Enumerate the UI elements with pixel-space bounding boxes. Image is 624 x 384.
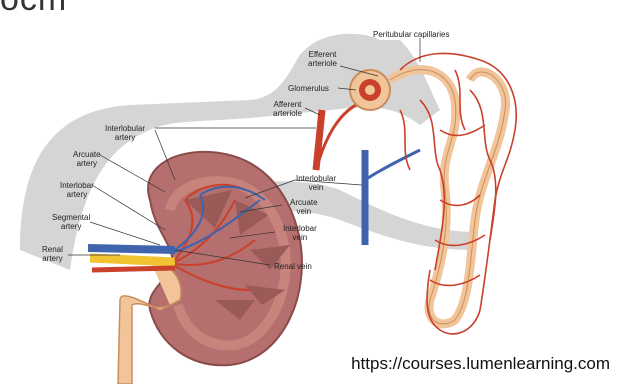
label-segmental-artery: Segmental artery <box>52 213 90 231</box>
kidney <box>88 152 302 384</box>
label-interlobular-vein: Interlobular vein <box>296 174 336 192</box>
label-interlobar-vein: Interlobar vein <box>283 224 317 242</box>
label-interlobar-artery: Interlobar artery <box>60 181 94 199</box>
label-arcuate-vein: Arcuate vein <box>290 198 318 216</box>
label-renal-artery: Renal artery <box>42 245 63 263</box>
label-afferent-arteriole: Afferent arteriole <box>273 100 302 118</box>
source-credit: https://courses.lumenlearning.com <box>351 354 610 374</box>
label-peritubular-capillaries: Peritubular capillaries <box>373 30 449 39</box>
label-interlobular-artery: Interlobular artery <box>105 124 145 142</box>
label-glomerulus: Glomerulus <box>288 84 329 93</box>
label-renal-vein: Renal vein <box>274 262 312 271</box>
label-arcuate-artery: Arcuate artery <box>73 150 101 168</box>
label-efferent-arteriole: Efferent arteriole <box>308 50 337 68</box>
